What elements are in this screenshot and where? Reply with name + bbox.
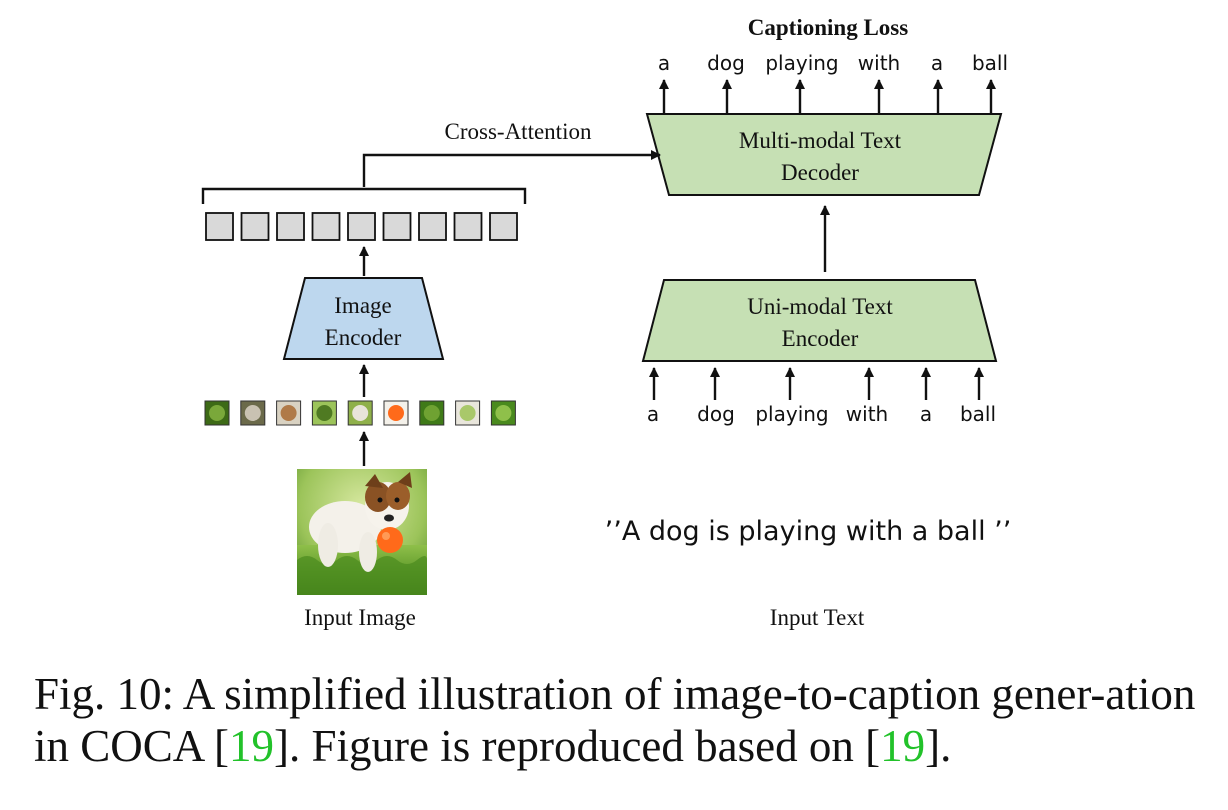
embedding-token (382, 212, 412, 241)
image-patch (490, 400, 516, 426)
image-patch (419, 400, 445, 426)
image-embedding-tokens (205, 212, 518, 241)
input-token: a (920, 402, 932, 426)
input-image (297, 469, 427, 595)
output-token: a (931, 51, 943, 75)
text-encoder-label-line1: Uni-modal Text (747, 294, 893, 319)
output-tokens: a dog playing with a ball (658, 51, 1008, 75)
text-encoder-shape (641, 279, 998, 362)
input-token: with (846, 402, 888, 426)
text-encoder-label-line2: Encoder (782, 326, 859, 351)
output-token: dog (707, 51, 745, 75)
decoder-label-line2: Decoder (781, 160, 859, 185)
image-encoder-label-line1: Image (334, 293, 391, 318)
image-patch (383, 400, 409, 426)
captioning-loss-title: Captioning Loss (748, 15, 908, 40)
embedding-token (418, 212, 447, 241)
output-arrows (659, 79, 996, 113)
input-token: dog (697, 402, 735, 426)
embedding-bracket (201, 187, 527, 204)
input-token: ball (960, 402, 996, 426)
output-token: with (858, 51, 900, 75)
input-image-label: Input Image (304, 605, 416, 630)
input-text-label: Input Text (770, 605, 865, 630)
input-tokens: a dog playing with a ball (647, 402, 996, 426)
image-encoder: Image Encoder (282, 277, 445, 360)
embedding-token (276, 212, 305, 241)
caption-text: ]. Figure is reproduced based on [ (274, 721, 881, 771)
image-patch (455, 400, 481, 426)
caption-text: ]. (925, 721, 952, 771)
embedding-token (205, 212, 234, 241)
image-patch (347, 400, 373, 426)
image-patch (276, 400, 302, 426)
image-patches (204, 400, 516, 426)
output-token: ball (972, 51, 1008, 75)
cross-attention-arrow (362, 150, 661, 187)
input-text-quote: ’’A dog is playing with a ball ’’ (605, 516, 1012, 547)
reference-link[interactable]: 19 (880, 721, 926, 771)
embedding-token (489, 212, 518, 241)
multimodal-text-decoder: Multi-modal Text Decoder (645, 113, 1003, 196)
decoder-shape (645, 113, 1003, 196)
image-encoder-shape (282, 277, 445, 360)
image-encoder-label-line2: Encoder (325, 325, 402, 350)
input-arrows (649, 367, 984, 400)
embedding-token (311, 212, 341, 241)
caption-text: Fig. 10: A simplified illustration of im… (34, 669, 1196, 771)
output-token: a (658, 51, 670, 75)
image-patch (311, 400, 337, 426)
decoder-label-line1: Multi-modal Text (739, 128, 902, 153)
embedding-token (347, 212, 376, 241)
cross-attention-label: Cross-Attention (445, 119, 592, 144)
figure-caption: Fig. 10: A simplified illustration of im… (34, 668, 1214, 772)
output-token: playing (765, 51, 838, 75)
reference-link[interactable]: 19 (229, 721, 275, 771)
image-patch (240, 400, 266, 426)
input-token: a (647, 402, 659, 426)
embedding-token (453, 212, 483, 241)
coca-diagram: Captioning Loss a dog playing with a bal… (201, 15, 1012, 630)
embedding-token (240, 212, 270, 241)
image-patch (204, 400, 230, 426)
input-token: playing (755, 402, 828, 426)
unimodal-text-encoder: Uni-modal Text Encoder (641, 279, 998, 362)
